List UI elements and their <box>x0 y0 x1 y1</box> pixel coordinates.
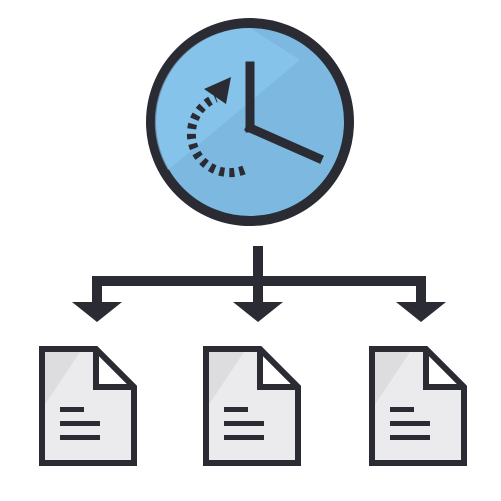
trunk-line <box>253 246 263 286</box>
branch-left-stem <box>92 276 102 306</box>
document-fold-outline <box>257 349 298 390</box>
arrowhead-right-icon <box>396 302 446 322</box>
document-outline <box>203 346 301 466</box>
document-line-3 <box>224 435 264 440</box>
document-fold-outline <box>93 349 134 390</box>
arrowhead-left-icon <box>72 302 122 322</box>
branch-center-stem <box>253 276 263 306</box>
branching-arrows-icon <box>72 246 446 322</box>
document-icon <box>369 346 467 466</box>
document-fold-outline <box>423 349 464 390</box>
document-line-1 <box>60 407 84 412</box>
document-line-3 <box>390 435 430 440</box>
branch-right-stem <box>416 276 426 306</box>
clock-minute-hand <box>244 122 324 164</box>
counterclockwise-arrow-arc <box>186 93 246 178</box>
document-shade <box>372 349 412 409</box>
document-line-2 <box>224 421 264 426</box>
document-line-1 <box>390 407 414 412</box>
document-shade <box>42 349 82 409</box>
document-line-1 <box>224 407 248 412</box>
document-shade <box>206 349 246 409</box>
document-icon <box>39 346 137 466</box>
document-outline <box>369 346 467 466</box>
document-outline <box>39 346 137 466</box>
clock-icon <box>146 18 354 226</box>
document-icon <box>203 346 301 466</box>
document-line-2 <box>390 421 430 426</box>
counterclockwise-arrowhead-icon <box>204 77 231 104</box>
document-line-3 <box>60 435 100 440</box>
arrowhead-center-icon <box>233 302 283 322</box>
document-line-2 <box>60 421 100 426</box>
